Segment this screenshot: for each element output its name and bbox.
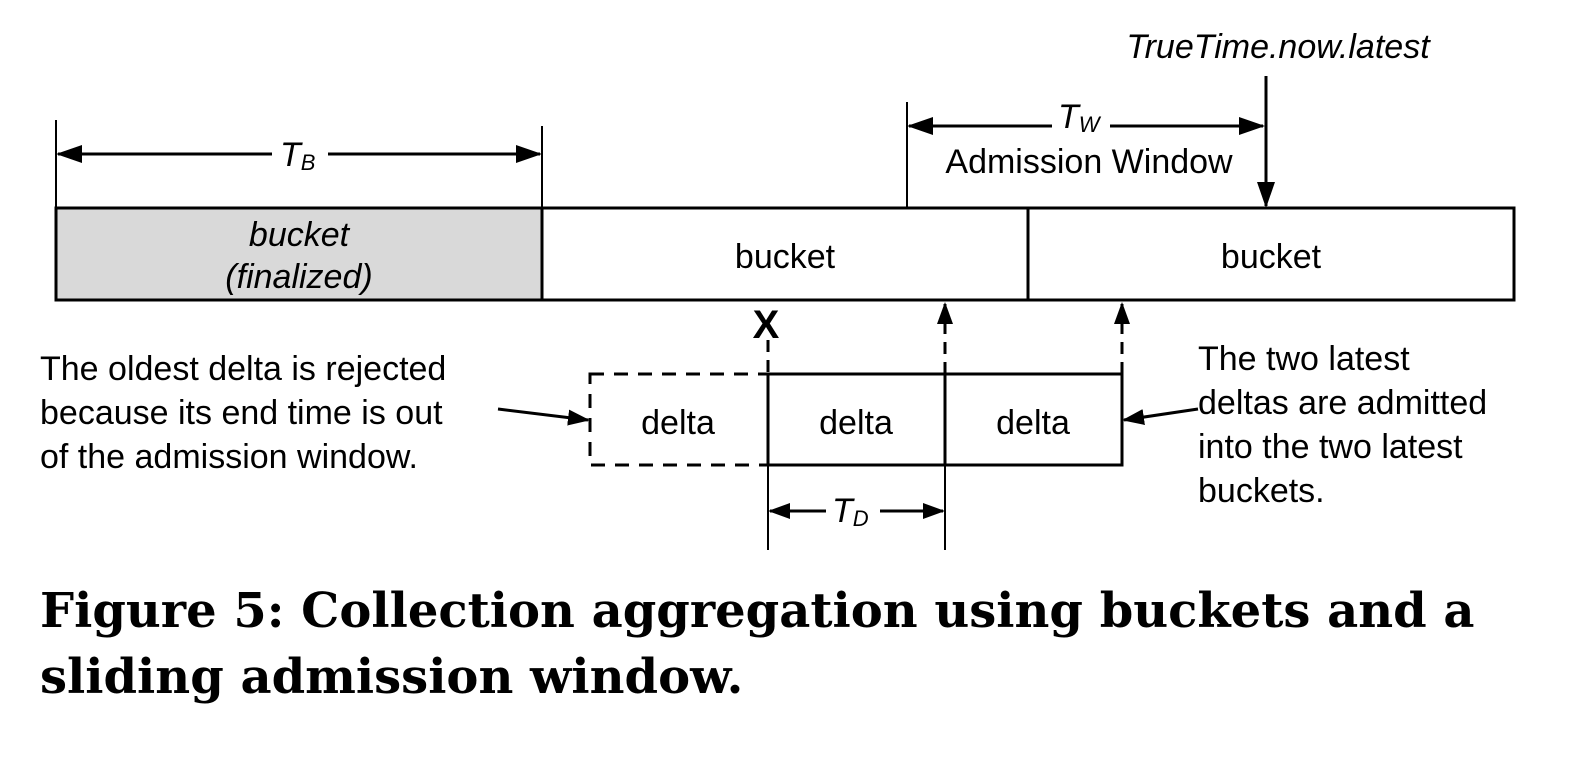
tw-label-main: T [1058,98,1081,136]
delta-end-markers: X [753,302,1130,374]
tw-label-sub: W [1079,112,1102,137]
truetime-label: TrueTime.now.latest [1126,28,1431,66]
delta-row: delta delta delta [588,372,1124,467]
aggregation-diagram: bucket (finalized) bucket bucket TB TW A… [40,28,1516,550]
delta-rejected-label: delta [641,404,715,442]
td-label-sub: D [853,506,869,531]
bucket-finalized-label: bucket [249,216,351,254]
note-left-line-1: The oldest delta is rejected [40,350,446,388]
bucket-row: bucket (finalized) bucket bucket [54,206,1516,302]
tb-span: TB [55,120,543,208]
delta-admitted-1 [766,372,947,467]
bucket-middle-label: bucket [735,238,836,276]
note-right-arrow [1122,407,1199,425]
delta-admitted-1-label: delta [819,404,893,442]
note-left-arrow [497,407,590,426]
note-rejected: The oldest delta is rejected because its… [40,350,590,476]
note-left-line-3: of the admission window. [40,438,418,476]
tb-label-main: T [280,136,303,174]
bucket-latest [1026,206,1516,302]
truetime-pointer: TrueTime.now.latest [1126,28,1431,208]
bucket-finalized [54,206,544,302]
reject-mark: X [753,303,780,347]
delta-admitted-2-label: delta [996,404,1070,442]
bucket-finalized-sublabel: (finalized) [225,258,372,296]
delta-admitted-2 [943,372,1124,467]
note-right-line-4: buckets. [1198,472,1325,510]
note-right-line-3: into the two latest [1198,428,1463,466]
bucket-latest-label: bucket [1221,238,1322,276]
admission-window-label: Admission Window [945,143,1233,181]
td-label-main: T [832,492,855,530]
bucket-middle [540,206,1030,302]
admission-window-span: TW Admission Window [906,98,1265,208]
note-right-line-2: deltas are admitted [1198,384,1487,422]
td-label: TD [832,492,869,531]
note-right-line-1: The two latest [1198,340,1410,378]
tb-label: TB [280,136,315,175]
td-span: TD [767,465,946,550]
tw-label: TW [1058,98,1102,137]
figure-caption: Figure 5: Collection aggregation using b… [40,583,1475,705]
tb-label-sub: B [301,150,316,175]
note-left-line-2: because its end time is out [40,394,443,432]
note-admitted: The two latest deltas are admitted into … [1122,340,1487,510]
